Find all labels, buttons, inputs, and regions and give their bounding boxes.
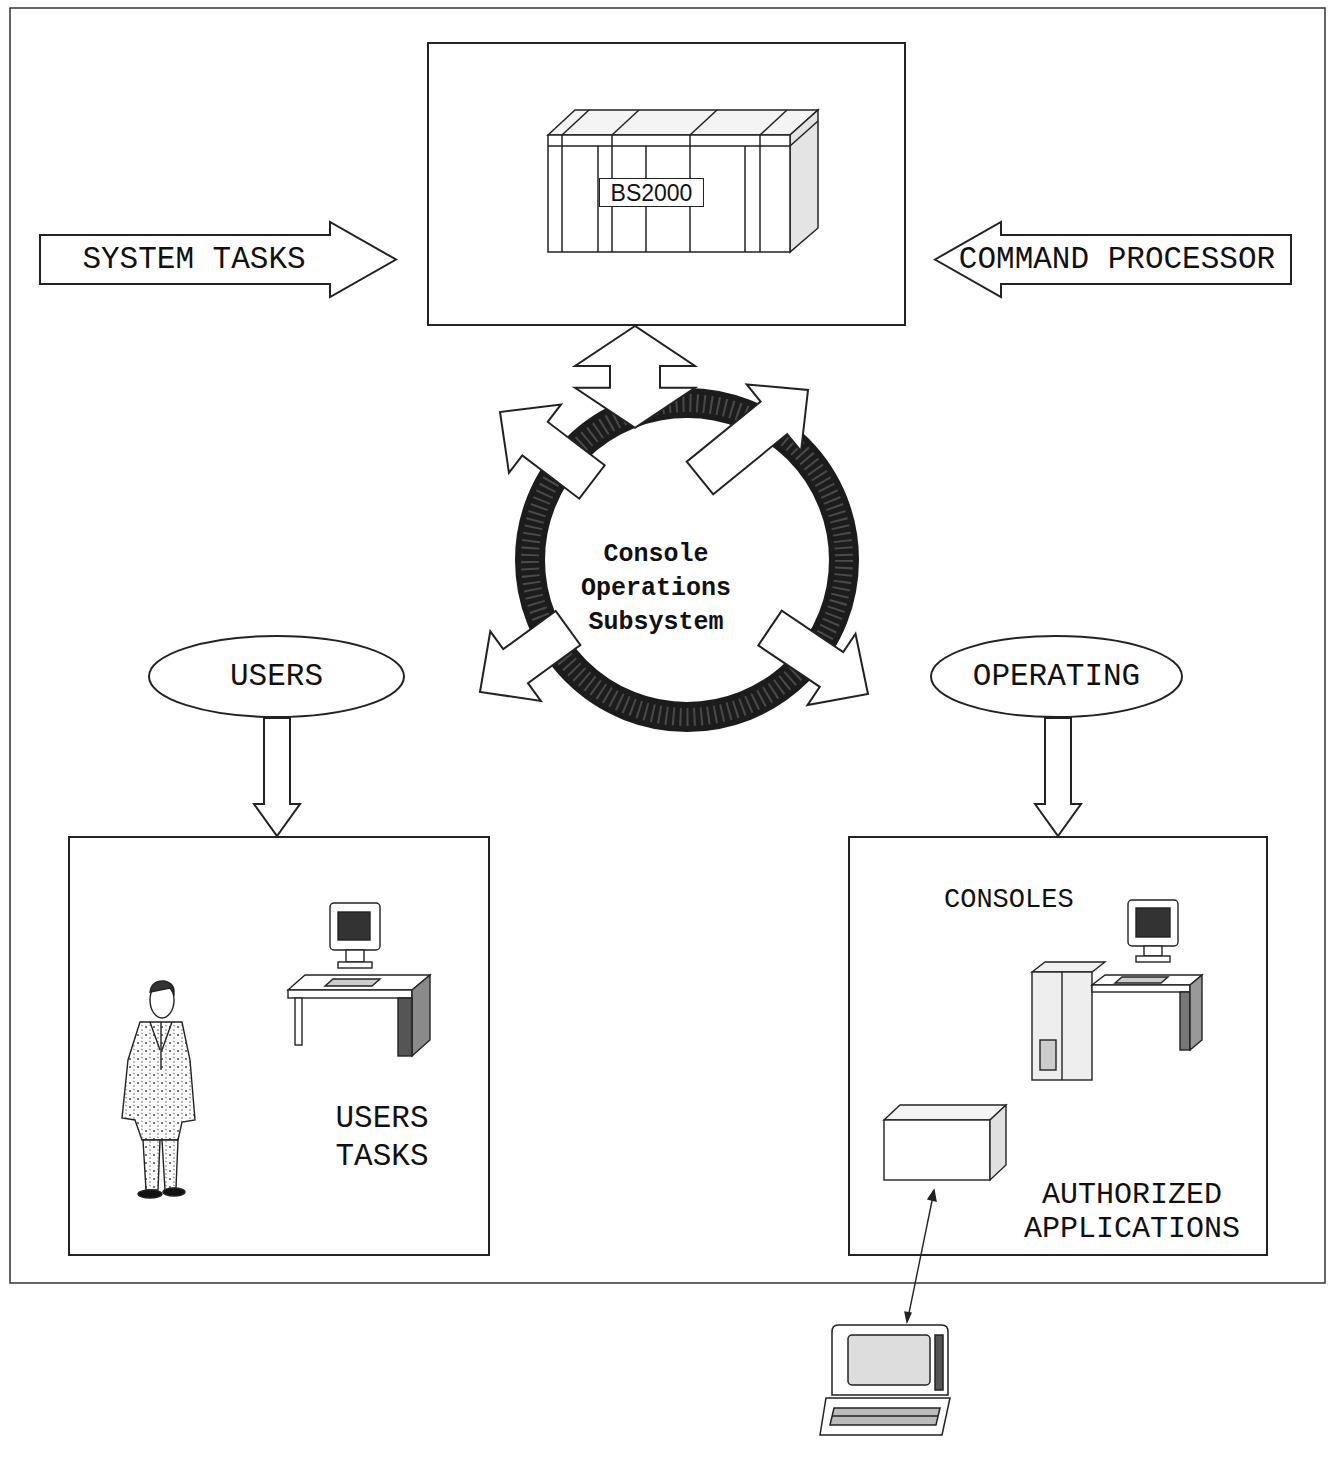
terminal-desk-illustration [346, 950, 364, 962]
terminal-illustration [832, 1325, 948, 1395]
ellipse-outline [149, 636, 404, 717]
console-desk-illustration [1144, 946, 1162, 956]
mainframe-illustration [790, 110, 818, 252]
block-arrow-outline [935, 222, 1291, 297]
person-illustration [138, 1190, 162, 1198]
console-desk-illustration [1032, 972, 1092, 1080]
ellipse-outline [931, 636, 1182, 717]
console-desk-illustration [1136, 956, 1170, 962]
mainframe-illustration [760, 110, 787, 135]
mainframe-illustration [548, 110, 818, 252]
console-desk-illustration [1115, 977, 1168, 983]
subsystem-label: Console Operations Subsystem [556, 538, 756, 640]
terminal-desk-illustration [412, 975, 430, 1056]
console-desk-illustration [1092, 985, 1190, 992]
group-label: USERS [148, 635, 405, 718]
area-box: CONSOLES AUTHORIZED APPLICATIONS [848, 836, 1268, 1256]
link-arrow [905, 1312, 911, 1322]
console-desk-illustration [1128, 900, 1178, 946]
terminal-desk-illustration [325, 979, 380, 986]
printer-illustration [884, 1120, 990, 1180]
mainframe-illustration [612, 110, 639, 135]
mainframe-box: BS2000 [427, 42, 906, 326]
group-ellipse: USERS [148, 635, 405, 718]
mainframe-illustration [744, 146, 746, 252]
area-box: USERS TASKS [68, 836, 490, 1256]
terminal-desk-illustration [295, 998, 302, 1045]
link-arrow [905, 1190, 936, 1322]
printer-illustration [884, 1105, 1006, 1180]
input-arrow: COMMAND PROCESSOR [935, 222, 1291, 297]
printer-illustration [990, 1105, 1006, 1180]
radiating-arrow [758, 611, 868, 706]
block-arrow [254, 718, 300, 836]
person-illustration [162, 1022, 172, 1050]
printer-illustration [884, 1105, 1006, 1120]
radiating-arrow [480, 611, 580, 701]
mainframe-illustration [790, 121, 818, 146]
terminal-illustration [820, 1325, 950, 1435]
person-illustration [122, 981, 195, 1198]
person-illustration [163, 1188, 185, 1196]
terminal-illustration [830, 1408, 940, 1425]
subsystem-ring: Console Operations Subsystem [545, 418, 829, 702]
group-label: OPERATING [930, 635, 1183, 718]
person-illustration [150, 981, 174, 994]
person-illustration [162, 1140, 178, 1190]
terminal-desk-illustration [330, 903, 380, 950]
console-desk-illustration [1136, 908, 1170, 937]
link-arrow [928, 1190, 936, 1201]
console-desk-illustration [1190, 975, 1202, 1050]
person-illustration [122, 1022, 195, 1140]
mainframe-illustration [561, 135, 563, 252]
mainframe-illustration [562, 110, 589, 135]
person-illustration [150, 1022, 160, 1050]
system-label: BS2000 [599, 178, 704, 207]
arrow-label: SYSTEM TASKS [58, 222, 330, 297]
mainframe-illustration [548, 145, 790, 147]
console-desk-illustration [1092, 975, 1202, 985]
terminal-desk-illustration [288, 903, 430, 1056]
block-arrow [575, 326, 695, 428]
input-arrow: SYSTEM TASKS [40, 222, 396, 297]
terminal-desk-illustration [338, 912, 370, 940]
console-desk-illustration [1032, 962, 1105, 972]
mainframe-illustration [690, 110, 717, 135]
terminal-desk-illustration [288, 975, 430, 990]
block-arrow-outline [40, 222, 396, 297]
terminal-desk-illustration [338, 962, 372, 968]
console-desk-illustration [1040, 1040, 1056, 1070]
arrow-label: COMMAND PROCESSOR [949, 222, 1285, 297]
terminal-desk-illustration [288, 990, 412, 998]
area-label: CONSOLES [944, 884, 1124, 916]
outer-frame [10, 8, 1325, 1283]
terminal-illustration [935, 1335, 943, 1390]
terminal-illustration [832, 1415, 938, 1417]
console-desk-illustration [1180, 992, 1190, 1050]
terminal-desk-illustration [398, 998, 412, 1056]
link-arrow [908, 1196, 933, 1318]
block-arrow [1035, 718, 1081, 836]
radiating-arrow [687, 384, 808, 494]
person-illustration [143, 1140, 160, 1190]
mainframe-illustration [548, 135, 790, 252]
area-label: USERS TASKS [302, 1100, 462, 1176]
terminal-illustration [820, 1398, 950, 1435]
radiating-arrow [500, 404, 605, 498]
group-ellipse: OPERATING [930, 635, 1183, 718]
mainframe-illustration [548, 110, 818, 135]
mainframe-illustration [759, 135, 761, 252]
area-label: AUTHORIZED APPLICATIONS [1007, 1178, 1257, 1246]
console-desk-illustration [1032, 900, 1202, 1080]
person-illustration [160, 1022, 161, 1070]
console-desk-illustration [1061, 972, 1062, 1080]
terminal-illustration [848, 1335, 930, 1385]
